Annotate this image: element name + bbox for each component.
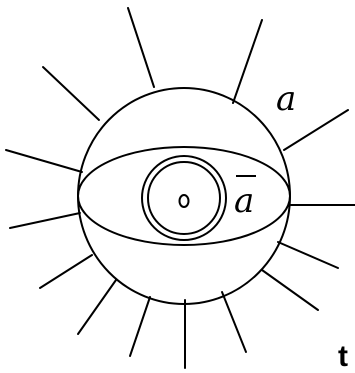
ray xyxy=(222,292,246,352)
corner-label: t xyxy=(338,340,348,373)
outer-label: a xyxy=(276,79,296,119)
center-dot xyxy=(180,195,189,207)
rays xyxy=(6,8,355,368)
ray xyxy=(6,150,82,172)
ray xyxy=(40,255,92,288)
ray xyxy=(262,270,318,310)
ray xyxy=(130,297,150,356)
ray xyxy=(233,20,262,103)
ray xyxy=(128,8,154,87)
ray xyxy=(278,242,338,268)
inner-label-group: a xyxy=(234,176,256,221)
inner-outer-circle xyxy=(142,156,226,240)
ray xyxy=(43,67,99,120)
inner-label: a xyxy=(234,181,254,221)
inner-middle-circle xyxy=(148,162,220,234)
ray xyxy=(10,213,80,228)
ray xyxy=(78,280,116,334)
